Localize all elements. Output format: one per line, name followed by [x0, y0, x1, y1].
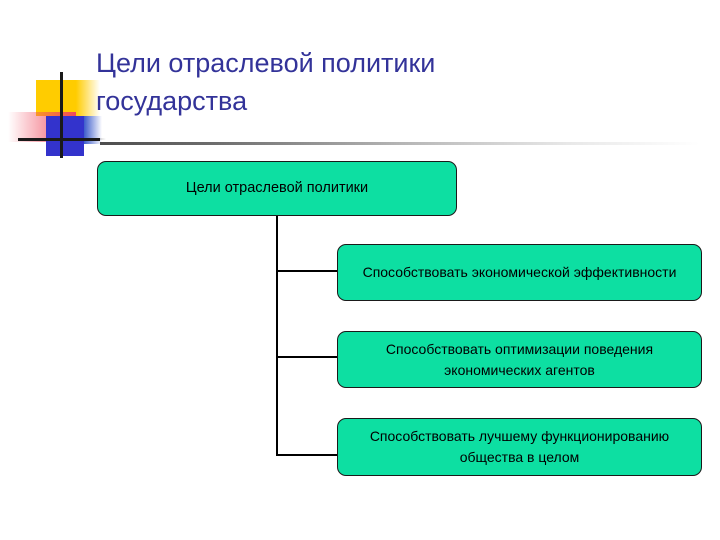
- logo-cross-horizontal: [18, 138, 100, 141]
- diagram-node-child-2[interactable]: Способствовать оптимизации поведения эко…: [337, 331, 702, 388]
- logo-blue-square: [46, 116, 84, 156]
- diagram-node-child-1-label: Способствовать экономической эффективнос…: [362, 264, 677, 280]
- diagram-node-child-3[interactable]: Способствовать лучшему функционированию …: [337, 418, 702, 476]
- page-title: Цели отраслевой политики государства: [96, 48, 436, 116]
- diagram-node-root[interactable]: Цели отраслевой политики: [97, 161, 457, 216]
- logo-yellow-square: [36, 80, 76, 116]
- logo-blue-fade: [84, 116, 102, 144]
- diagram-node-child-1[interactable]: Способствовать экономической эффективнос…: [337, 244, 702, 301]
- connector-branch-3: [276, 454, 338, 456]
- diagram-node-child-2-label: Способствовать оптимизации поведения эко…: [385, 340, 654, 378]
- logo-cross-horizontal-fade: [70, 138, 106, 140]
- logo-yellow-fade: [76, 80, 100, 116]
- diagram-node-root-label: Цели отраслевой политики: [185, 180, 369, 196]
- title-divider: [100, 142, 700, 145]
- connector-trunk: [276, 216, 278, 456]
- connector-branch-2: [276, 356, 338, 358]
- logo-cross-vertical: [60, 72, 63, 158]
- decorative-logo: [8, 72, 106, 158]
- connector-branch-1: [276, 270, 338, 272]
- diagram-node-child-3-label: Способствовать лучшему функционированию …: [369, 428, 670, 465]
